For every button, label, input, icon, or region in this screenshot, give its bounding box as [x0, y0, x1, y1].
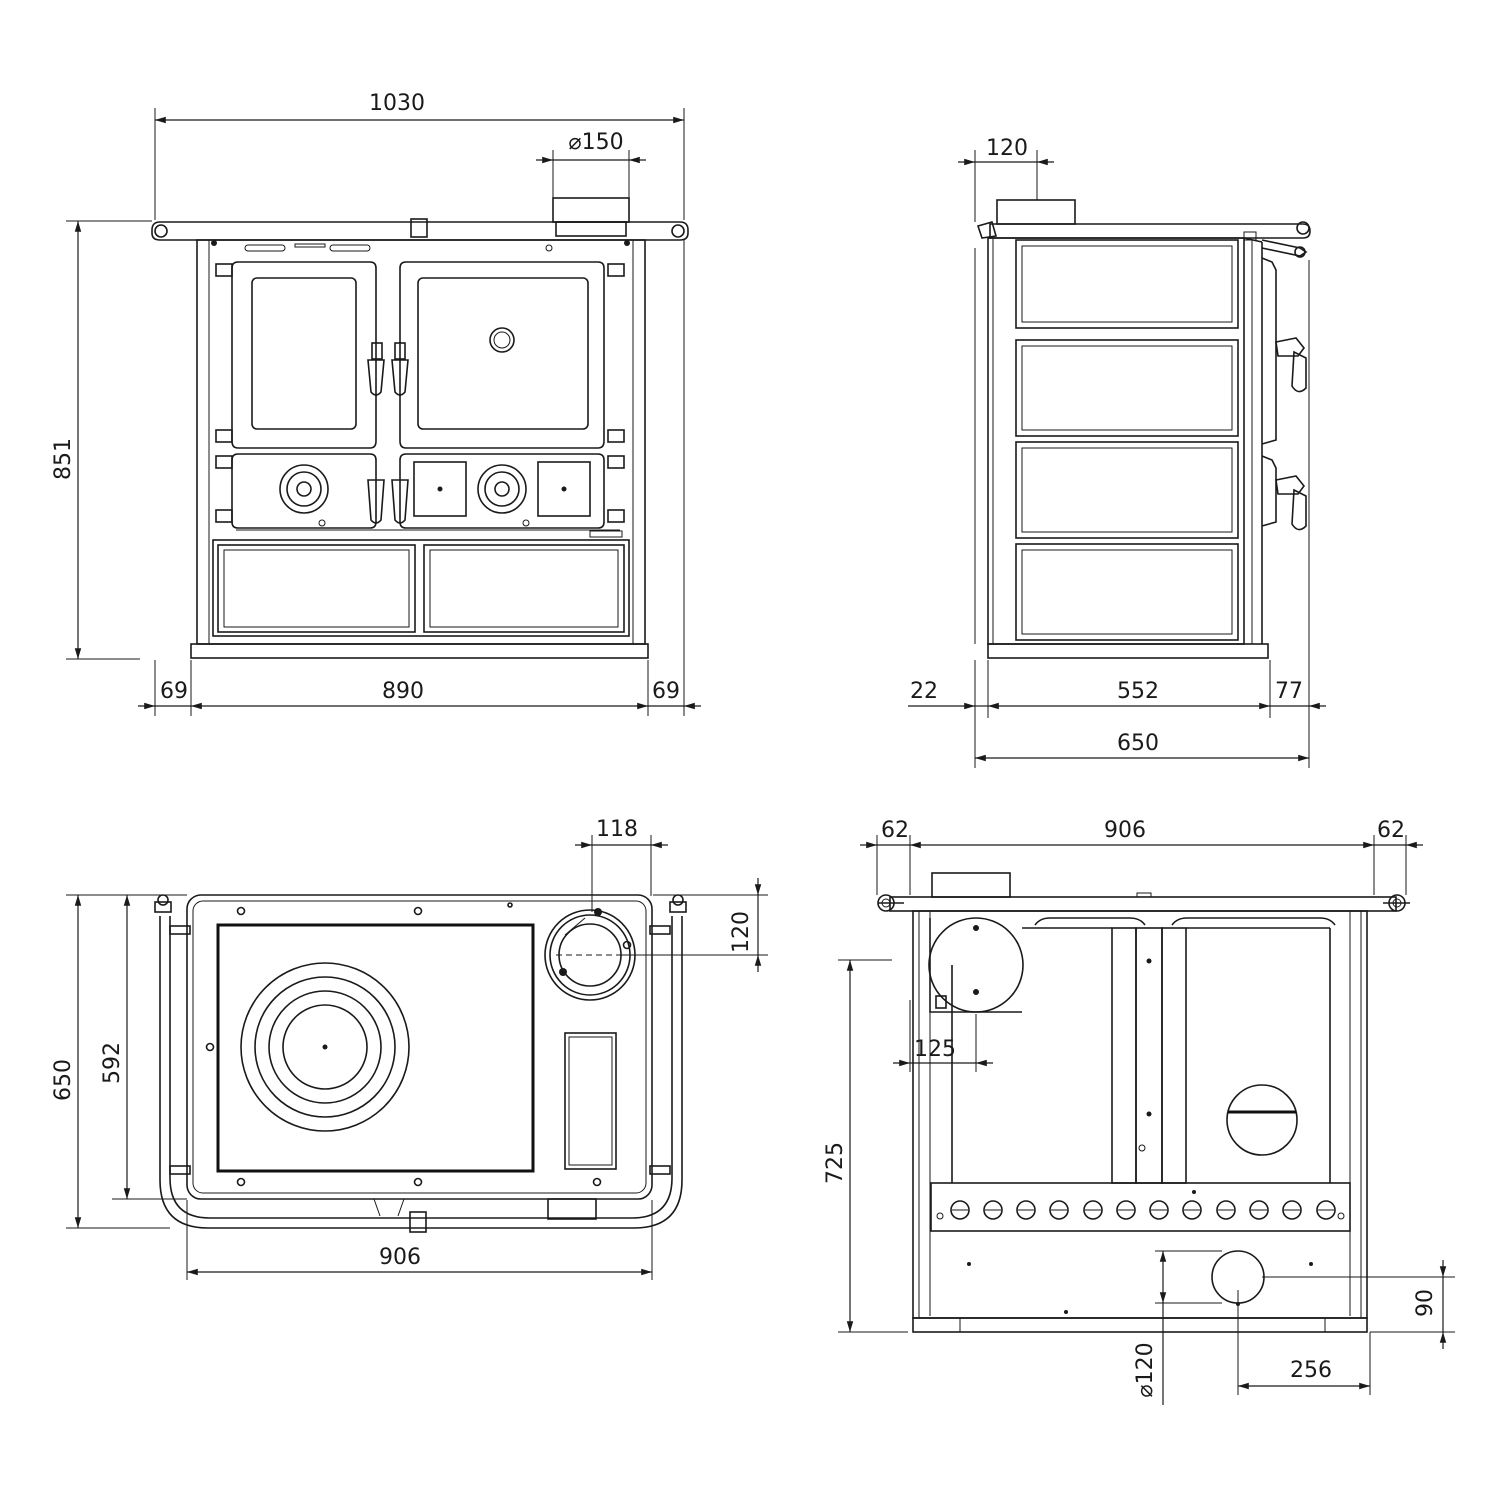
- dim-top-flue-offset: 118: [596, 817, 638, 842]
- rear-view: [877, 872, 1410, 1333]
- dim-front-projection: 77: [1275, 679, 1303, 704]
- dim-top-overall-depth: 650: [51, 1059, 76, 1101]
- front-view-dimensions: 1030 ⌀150 851 69 890 69: [51, 91, 701, 716]
- top-view-dimensions: 118 120 650 592 906: [51, 817, 768, 1280]
- dim-body-depth: 552: [1117, 679, 1159, 704]
- dim-top-flue-depth: 120: [729, 911, 754, 953]
- dim-base-width: 890: [382, 679, 424, 704]
- dim-top-inner-depth: 592: [100, 1042, 125, 1084]
- dim-rear-flue-offset: 125: [914, 1037, 956, 1062]
- top-view: [154, 894, 687, 1233]
- front-view: [151, 197, 689, 659]
- rear-view-dimensions: 62 906 62 725 125 ⌀120 90 256: [823, 818, 1455, 1405]
- vent-row: [950, 1200, 1336, 1220]
- side-view: [974, 199, 1311, 659]
- dim-overall-width: 1030: [369, 91, 425, 116]
- dim-flue-diameter: ⌀150: [568, 130, 623, 155]
- dim-air-inlet-offset: 256: [1290, 1358, 1332, 1383]
- side-view-dimensions: 120 22 552 77 650: [908, 136, 1326, 768]
- dim-left-margin: 69: [160, 679, 188, 704]
- dim-side-flue-offset: 120: [986, 136, 1028, 161]
- dim-rear-offset: 22: [910, 679, 938, 704]
- dim-right-margin: 69: [652, 679, 680, 704]
- dim-rear-width: 906: [1104, 818, 1146, 843]
- dim-overall-depth: 650: [1117, 731, 1159, 756]
- dim-rear-left-margin: 62: [881, 818, 909, 843]
- dim-top-width: 906: [379, 1245, 421, 1270]
- dim-air-inlet-diameter: ⌀120: [1133, 1342, 1158, 1397]
- dim-air-inlet-height: 90: [1413, 1289, 1438, 1317]
- dim-flue-height: 725: [823, 1142, 848, 1184]
- dim-rear-right-margin: 62: [1377, 818, 1405, 843]
- dim-height: 851: [51, 438, 76, 480]
